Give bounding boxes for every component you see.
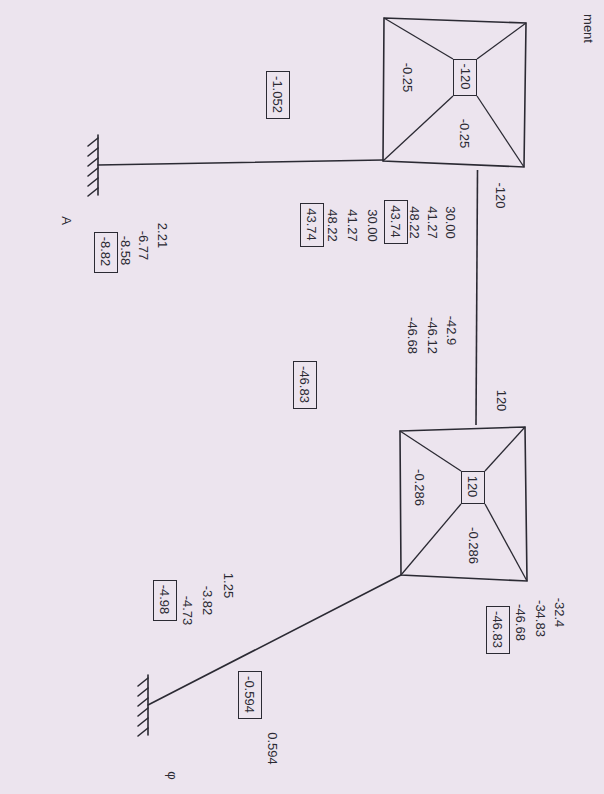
joint-frame: 120 -0.286 -0.286 (395, 425, 530, 585)
moment-value: -1.052 (271, 76, 284, 113)
moment-value: -4.73 (181, 595, 194, 625)
moment-value: 41.27 (425, 206, 438, 239)
note-mark: φ (166, 771, 179, 779)
distribution-factor: -0.286 (412, 469, 425, 506)
boxed-moment: 43.74 (300, 203, 324, 247)
moment-value: 30.00 (443, 206, 456, 239)
moment-value: -8.58 (119, 235, 132, 265)
moment-value: -4.98 (158, 585, 171, 615)
boxed-moment: 43.74 (384, 200, 408, 244)
boxed-moment: -4.98 (153, 580, 177, 621)
support-label: A (59, 216, 72, 225)
moment-value: 43.74 (305, 208, 318, 241)
boxed-moment: 120 (461, 471, 485, 504)
moment-value: -120 (494, 182, 507, 208)
moment-value: -32.4 (553, 597, 566, 627)
moment-value: -8.82 (99, 237, 112, 267)
moment-value: -46.83 (491, 611, 504, 648)
boxed-moment: -46.83 (486, 606, 510, 654)
joint-frame: -120 -0.25 -0.25 (380, 15, 530, 170)
distribution-factor: -0.25 (458, 118, 471, 148)
moment-value: 2.21 (156, 222, 169, 247)
moment-value: -3.82 (201, 585, 214, 615)
moment-value: 1.25 (222, 572, 235, 597)
moment-value: 120 (495, 389, 508, 411)
moment-value: -120 (458, 63, 471, 89)
boxed-moment: -8.82 (94, 232, 118, 273)
moment-value: 30.00 (365, 209, 378, 242)
moment-value: -46.83 (298, 366, 311, 403)
moment-value: 0.594 (265, 732, 278, 765)
moment-value: -46.68 (513, 604, 526, 641)
boxed-moment: -120 (453, 59, 477, 96)
moment-value: -6.77 (137, 230, 150, 260)
moment-value: -42.9 (445, 315, 458, 345)
moment-value: 48.22 (407, 206, 420, 239)
fixed-support (138, 675, 148, 736)
distribution-factor: -0.286 (466, 527, 479, 564)
boxed-moment: -1.052 (266, 71, 290, 119)
column-line (98, 160, 383, 165)
boxed-moment: -0.594 (238, 671, 262, 719)
moment-value: -46.68 (405, 317, 418, 354)
fixed-support (88, 135, 98, 196)
moment-value: 43.74 (389, 205, 402, 238)
page-text: ment (581, 14, 594, 43)
distribution-factor: -0.25 (401, 62, 414, 92)
moment-value: 41.27 (345, 209, 358, 242)
beam-line (476, 170, 478, 425)
moment-value: 48.22 (325, 209, 338, 242)
boxed-moment: -46.83 (293, 361, 317, 409)
moment-value: -34.83 (533, 600, 546, 637)
moment-value: 120 (466, 476, 479, 498)
moment-value: -0.594 (243, 676, 256, 713)
column-line (148, 575, 401, 705)
moment-value: -46.12 (425, 317, 438, 354)
